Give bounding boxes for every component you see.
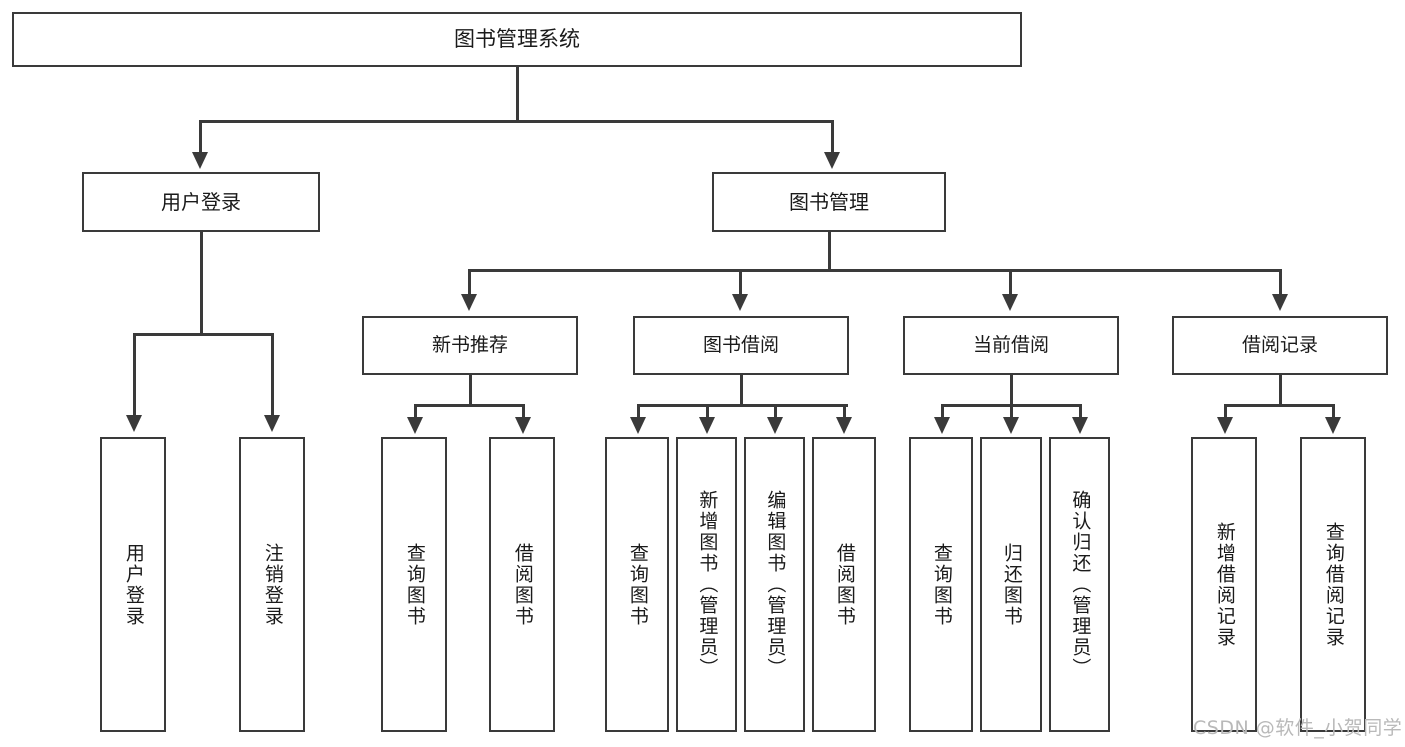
arrowhead-book-manage-child-1 (461, 294, 477, 311)
arrowhead-book-borrow-leaf-3 (767, 417, 783, 434)
node-label: 借阅图书 (833, 542, 856, 627)
node-user-login[interactable]: 用户登录 (82, 172, 320, 232)
connector-current-borrow-drop-2 (1010, 404, 1013, 420)
arrowhead-user-login-leaf-2 (264, 415, 280, 432)
arrowhead-current-borrow-leaf-2 (1003, 417, 1019, 434)
arrowhead-book-borrow-leaf-1 (630, 417, 646, 434)
connector-book-manage-drop-2 (739, 269, 742, 297)
leaf-current-borrow-confirm-admin[interactable]: 确认归还（管理员） (1049, 437, 1110, 732)
connector-new-book-bus (414, 404, 524, 407)
leaf-book-borrow-add-admin[interactable]: 新增图书（管理员） (676, 437, 737, 732)
connector-user-login-drop-2 (271, 333, 274, 418)
node-label: 图书管理系统 (454, 27, 580, 52)
connector-book-borrow-drop-4 (843, 404, 846, 420)
connector-book-manage-bus (468, 269, 1280, 272)
leaf-borrow-record-add[interactable]: 新增借阅记录 (1191, 437, 1257, 732)
node-label: 归还图书 (1000, 542, 1023, 627)
arrowhead-root-to-book-manage (824, 152, 840, 169)
connector-root-to-user-login (199, 120, 202, 155)
connector-root-stem (516, 67, 519, 122)
arrowhead-borrow-record-leaf-2 (1325, 417, 1341, 434)
node-book-manage[interactable]: 图书管理 (712, 172, 946, 232)
connector-book-manage-drop-3 (1009, 269, 1012, 297)
connector-borrow-record-bus (1224, 404, 1334, 407)
connector-current-borrow-drop-3 (1079, 404, 1082, 420)
watermark-csdn: CSDN @软件_小贺同学 (1193, 717, 1403, 739)
arrowhead-book-manage-child-4 (1272, 294, 1288, 311)
node-label: 确认归还（管理员） (1069, 490, 1092, 679)
connector-book-borrow-drop-1 (637, 404, 640, 420)
node-current-borrow[interactable]: 当前借阅 (903, 316, 1119, 375)
leaf-borrow-record-query[interactable]: 查询借阅记录 (1300, 437, 1366, 732)
connector-current-borrow-drop-1 (941, 404, 944, 420)
connector-user-login-stem (200, 232, 203, 335)
connector-book-manage-drop-4 (1279, 269, 1282, 297)
connector-current-borrow-stem (1010, 375, 1013, 407)
leaf-new-book-borrow[interactable]: 借阅图书 (489, 437, 555, 732)
connector-user-login-bus (133, 333, 273, 336)
node-label: 图书管理 (789, 189, 869, 214)
connector-book-borrow-bus (637, 404, 848, 407)
arrowhead-new-book-leaf-1 (407, 417, 423, 434)
node-label: 查询借阅记录 (1322, 521, 1345, 648)
node-root-system[interactable]: 图书管理系统 (12, 12, 1022, 67)
node-label: 查询图书 (930, 542, 953, 627)
leaf-current-borrow-query[interactable]: 查询图书 (909, 437, 973, 732)
leaf-new-book-query[interactable]: 查询图书 (381, 437, 447, 732)
arrowhead-root-to-user-login (192, 152, 208, 169)
connector-borrow-record-drop-1 (1224, 404, 1227, 420)
arrowhead-current-borrow-leaf-3 (1072, 417, 1088, 434)
connector-new-book-drop-1 (414, 404, 417, 420)
connector-new-book-stem (469, 375, 472, 407)
arrowhead-book-borrow-leaf-4 (836, 417, 852, 434)
node-label: 新增借阅记录 (1213, 521, 1236, 648)
connector-book-borrow-stem (740, 375, 743, 407)
connector-new-book-drop-2 (522, 404, 525, 420)
node-label: 查询图书 (403, 542, 426, 627)
connector-root-to-book-manage (831, 120, 834, 155)
arrowhead-new-book-leaf-2 (515, 417, 531, 434)
node-label: 用户登录 (161, 189, 241, 214)
leaf-current-borrow-return[interactable]: 归还图书 (980, 437, 1042, 732)
node-label: 编辑图书（管理员） (764, 490, 787, 679)
leaf-book-borrow-edit-admin[interactable]: 编辑图书（管理员） (744, 437, 805, 732)
node-label: 查询图书 (626, 542, 649, 627)
node-borrow-record[interactable]: 借阅记录 (1172, 316, 1388, 375)
node-label: 图书借阅 (702, 333, 779, 356)
connector-book-manage-stem (828, 232, 831, 272)
connector-user-login-drop-1 (133, 333, 136, 418)
node-label: 新增图书（管理员） (696, 490, 719, 679)
node-label: 借阅记录 (1241, 333, 1318, 356)
arrowhead-book-manage-child-3 (1002, 294, 1018, 311)
arrowhead-book-manage-child-2 (732, 294, 748, 311)
arrowhead-borrow-record-leaf-1 (1217, 417, 1233, 434)
node-new-book-recommend[interactable]: 新书推荐 (362, 316, 578, 375)
node-label: 用户登录 (122, 542, 145, 627)
connector-book-manage-drop-1 (468, 269, 471, 297)
node-book-borrow[interactable]: 图书借阅 (633, 316, 849, 375)
connector-book-borrow-drop-2 (706, 404, 709, 420)
connector-borrow-record-stem (1279, 375, 1282, 407)
leaf-book-borrow-query[interactable]: 查询图书 (605, 437, 669, 732)
connector-borrow-record-drop-2 (1332, 404, 1335, 420)
node-label: 注销登录 (261, 542, 284, 627)
node-label: 新书推荐 (431, 333, 508, 356)
leaf-user-login-signin[interactable]: 用户登录 (100, 437, 166, 732)
arrowhead-book-borrow-leaf-2 (699, 417, 715, 434)
node-label: 当前借阅 (972, 333, 1049, 356)
node-label: 借阅图书 (511, 542, 534, 627)
leaf-book-borrow-borrow[interactable]: 借阅图书 (812, 437, 876, 732)
leaf-user-login-signout[interactable]: 注销登录 (239, 437, 305, 732)
connector-book-borrow-drop-3 (774, 404, 777, 420)
connector-root-bus (199, 120, 833, 123)
arrowhead-user-login-leaf-1 (126, 415, 142, 432)
arrowhead-current-borrow-leaf-1 (934, 417, 950, 434)
